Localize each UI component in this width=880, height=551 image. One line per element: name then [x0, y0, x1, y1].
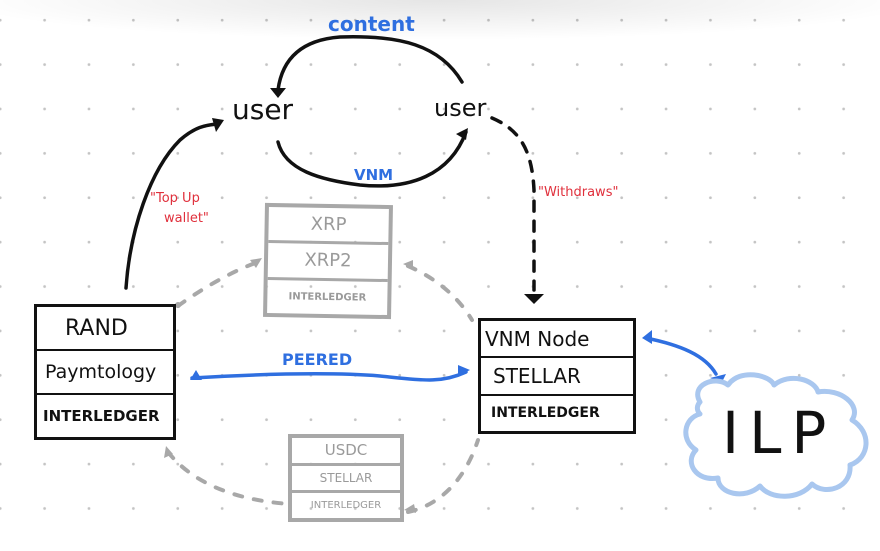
top-up-arrowhead: [212, 118, 224, 132]
ilp-label: ILP: [722, 399, 837, 467]
vnm-flow-label: VNM: [354, 166, 394, 184]
ghost-box-xrp-row-1: XRP: [310, 213, 347, 236]
top-up-annotation-line1: "Top Up: [150, 191, 200, 206]
content-label: content: [328, 12, 415, 36]
withdraws-arrowhead: [524, 294, 544, 304]
vnm-arrowhead: [456, 128, 468, 140]
top-up-arrow: [124, 122, 220, 290]
box-rand-row-1: RAND: [65, 315, 128, 341]
ghost-arc-right-bottom: [406, 438, 480, 514]
ghost-arrowhead-top-right: [403, 260, 413, 269]
box-vnm-row-2: STELLAR: [481, 356, 633, 393]
ghost-box-usdc: USDC STELLAR INTERLEDGER: [288, 434, 404, 522]
peered-label: PEERED: [282, 350, 353, 369]
user-right-label: user: [434, 94, 487, 122]
box-vnm-row-1: VNM Node: [485, 326, 590, 351]
top-up-annotation-line2: wallet": [164, 211, 209, 226]
ghost-box-usdc-row-2: STELLAR: [292, 462, 400, 491]
content-arc: [276, 35, 464, 92]
ghost-arrowhead-bottom-right: [404, 504, 416, 513]
box-rand-row-2: Paymtology: [37, 349, 173, 393]
withdraws-arrow: [490, 116, 536, 292]
box-rand-row-3: INTERLEDGER: [37, 393, 173, 437]
content-arrowhead: [270, 88, 286, 98]
ghost-box-usdc-row-1: USDC: [324, 441, 368, 460]
ghost-endpoint: [175, 302, 181, 308]
peered-arrowhead-right: [458, 365, 470, 376]
user-left-label: user: [232, 93, 294, 126]
ghost-arrowhead-top-left: [250, 258, 262, 268]
ghost-ring: [166, 260, 480, 514]
ghost-box-xrp-row-3: INTERLEDGER: [267, 276, 388, 316]
ghost-box-usdc-row-3: INTERLEDGER: [292, 490, 400, 518]
ghost-arc-left-top: [176, 260, 260, 308]
ghost-arc-right-top: [406, 264, 474, 322]
ilp-cloud: [683, 372, 869, 499]
ghost-arrowhead-bottom-left: [164, 446, 173, 458]
peered-arrowhead-left: [190, 370, 202, 380]
vnm-arc: [276, 130, 468, 188]
ilp-link-arrowhead-left: [642, 330, 652, 344]
ghost-box-xrp: XRP XRP2 INTERLEDGER: [263, 202, 393, 320]
box-rand-paymtology: RAND Paymtology INTERLEDGER: [34, 304, 176, 440]
ghost-box-xrp-row-2: XRP2: [267, 240, 389, 279]
withdraws-annotation: "Withdraws": [538, 185, 619, 200]
ghost-arrowheads: [164, 258, 416, 513]
box-vnm-row-3: INTERLEDGER: [481, 393, 633, 431]
ilp-link-arrow: [644, 336, 718, 376]
peered-arrow: [190, 370, 468, 382]
box-vnm-node: VNM Node STELLAR INTERLEDGER: [478, 318, 636, 434]
ghost-arc-left-bottom: [166, 450, 292, 506]
